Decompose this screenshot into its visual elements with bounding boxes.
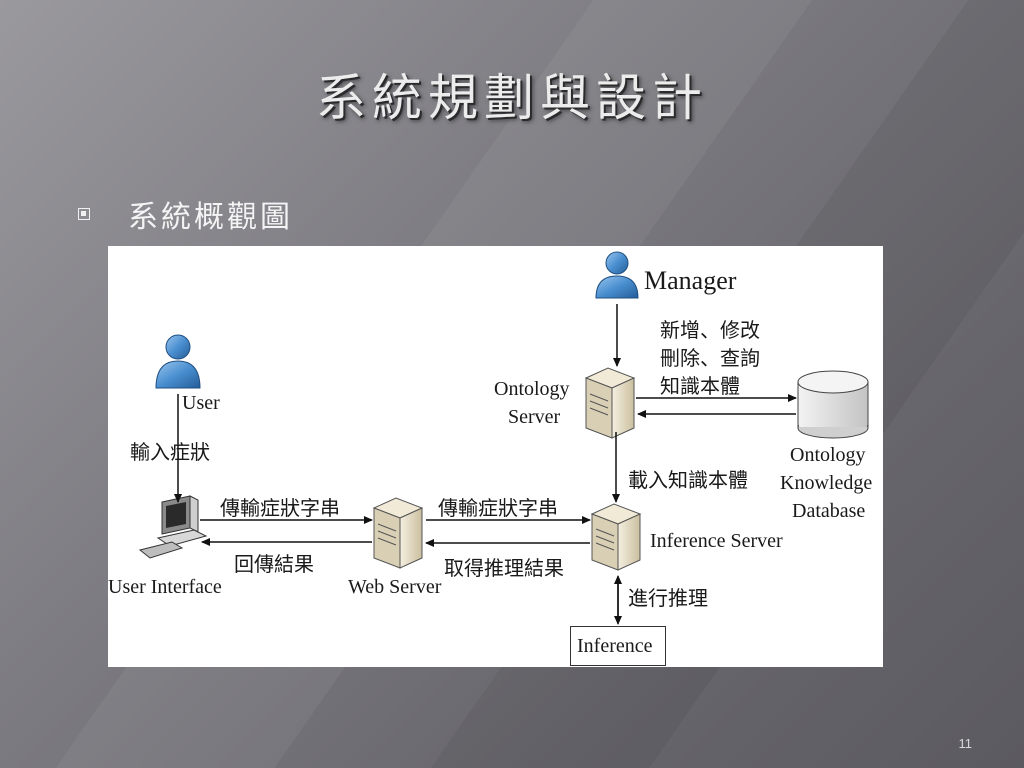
- user-interface-label: User Interface: [108, 576, 222, 598]
- manager-label: Manager: [644, 266, 737, 295]
- return-result-label: 回傳結果: [234, 552, 314, 576]
- ontology-db-label-line1: Ontology: [790, 444, 866, 466]
- send-symptoms-label-left: 傳輸症狀字串: [220, 496, 340, 520]
- ontology-server-icon: [584, 367, 636, 439]
- user-interface-computer-icon: [138, 495, 208, 559]
- inference-server-icon: [590, 503, 642, 571]
- inference-server-label: Inference Server: [650, 530, 783, 552]
- bullet-square-icon: [78, 208, 90, 220]
- bullet-item: 系統概觀圖: [78, 192, 293, 236]
- load-ontology-label: 載入知識本體: [628, 468, 748, 492]
- bullet-text: 系統概觀圖: [128, 200, 293, 235]
- manager-ops-line1: 新增、修改: [660, 318, 760, 342]
- web-server-label: Web Server: [348, 576, 442, 598]
- ontology-server-label-line2: Server: [508, 406, 561, 428]
- user-person-icon: [155, 334, 201, 389]
- ontology-database-icon: [797, 370, 869, 439]
- do-inference-label: 進行推理: [628, 586, 708, 610]
- inference-box: Inference: [570, 626, 666, 666]
- ontology-db-label-line3: Database: [792, 500, 866, 522]
- web-server-icon: [372, 497, 424, 569]
- system-overview-diagram: Manager 新增、修改 刪除、查詢 知識本體 Ontology Server…: [108, 246, 883, 667]
- ontology-server-label-line1: Ontology: [494, 378, 570, 400]
- ontology-db-label-line2: Knowledge: [780, 472, 873, 494]
- manager-person-icon: [595, 251, 639, 299]
- input-symptoms-label: 輸入症狀: [130, 440, 210, 464]
- get-inference-result-label: 取得推理結果: [444, 556, 564, 580]
- send-symptoms-label-right: 傳輸症狀字串: [438, 496, 558, 520]
- page-number: 11: [958, 736, 973, 751]
- diagram-graphics: [138, 251, 869, 625]
- manager-ops-line2: 刪除、查詢: [660, 346, 760, 370]
- user-label: User: [182, 392, 220, 414]
- inference-box-label: Inference: [577, 635, 653, 657]
- manager-ops-line3: 知識本體: [660, 374, 740, 398]
- slide-title: 系統規劃與設計: [316, 69, 708, 127]
